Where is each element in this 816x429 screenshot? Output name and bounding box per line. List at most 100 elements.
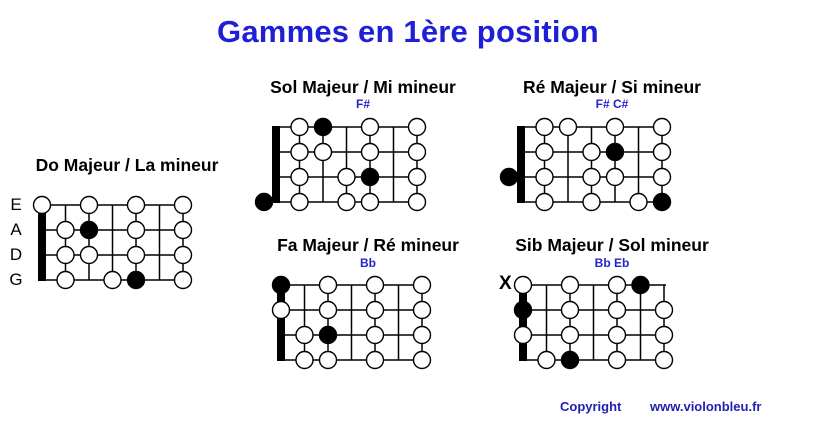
open-note-circle: [126, 220, 146, 240]
open-note-circle: [173, 195, 193, 215]
open-note-circle: [607, 300, 627, 320]
open-note-circle: [360, 117, 380, 137]
open-note-circle: [337, 192, 356, 212]
open-note-circle: [629, 192, 648, 212]
open-note-circle: [412, 350, 432, 370]
accidentals-fa: Bb: [360, 256, 376, 270]
open-note-circle: [365, 300, 385, 320]
open-note-circle: [560, 300, 580, 320]
open-note-circle: [295, 325, 314, 345]
filled-note-dot: [318, 325, 338, 345]
open-note-circle: [582, 142, 601, 162]
filled-note-dot: [360, 167, 380, 187]
diagram-title-sib: Sib Majeur / Sol mineur: [515, 235, 709, 255]
accidentals-re: F# C#: [595, 97, 629, 111]
filled-note-dot: [126, 270, 146, 290]
accidentals-sib: Bb Eb: [594, 256, 630, 270]
open-note-circle: [560, 325, 580, 345]
fingerboard-sib: [513, 275, 674, 370]
open-note-circle: [605, 117, 625, 137]
open-note-circle: [56, 220, 75, 240]
open-note-circle: [318, 350, 338, 370]
open-note-circle: [313, 142, 333, 162]
open-note-circle: [290, 167, 309, 187]
open-note-circle: [173, 245, 193, 265]
fingerboard-do: [32, 195, 193, 290]
open-note-circle: [173, 220, 193, 240]
string-label-a: A: [10, 220, 22, 239]
open-note-circle: [295, 350, 314, 370]
open-note-circle: [535, 167, 554, 187]
page-title: Gammes en 1ère position: [217, 14, 599, 49]
open-note-circle: [607, 325, 627, 345]
open-note-circle: [126, 195, 146, 215]
string-label-e: E: [10, 195, 22, 214]
filled-note-dot: [560, 350, 580, 370]
open-note-circle: [652, 167, 672, 187]
open-note-circle: [365, 275, 385, 295]
diagram-title-sol: Sol Majeur / Mi mineur: [270, 77, 456, 97]
filled-note-dot: [271, 275, 291, 295]
open-note-circle: [365, 325, 385, 345]
open-note-circle: [407, 117, 427, 137]
open-note-circle: [32, 195, 52, 215]
open-note-circle: [652, 142, 672, 162]
open-note-circle: [605, 167, 625, 187]
open-note-circle: [407, 192, 427, 212]
diagram-title-fa: Fa Majeur / Ré mineur: [277, 235, 459, 255]
open-note-circle: [290, 142, 309, 162]
filled-note-dot: [313, 117, 333, 137]
open-note-circle: [607, 275, 627, 295]
open-note-circle: [535, 142, 554, 162]
open-note-circle: [337, 167, 356, 187]
open-note-circle: [513, 275, 533, 295]
open-note-circle: [126, 245, 146, 265]
fingerboard-fa: [271, 275, 432, 370]
filled-note-dot: [652, 192, 672, 212]
open-note-circle: [535, 117, 554, 137]
open-note-circle: [513, 325, 533, 345]
open-note-circle: [290, 192, 309, 212]
open-note-circle: [537, 350, 556, 370]
filled-note-dot: [631, 275, 650, 295]
open-string-x-mark: X: [499, 273, 512, 294]
open-note-circle: [56, 270, 75, 290]
nut-bar: [272, 126, 280, 203]
open-note-circle: [407, 142, 427, 162]
open-note-circle: [103, 270, 122, 290]
open-note-circle: [360, 192, 380, 212]
filled-note-dot: [79, 220, 99, 240]
open-note-circle: [654, 350, 674, 370]
open-note-circle: [412, 300, 432, 320]
open-note-circle: [535, 192, 554, 212]
open-note-circle: [290, 117, 309, 137]
fingerboard-re: [499, 117, 672, 212]
open-note-circle: [56, 245, 75, 265]
diagram-title-re: Ré Majeur / Si mineur: [523, 77, 701, 97]
filled-note-dot: [499, 167, 519, 187]
open-note-circle: [365, 350, 385, 370]
diagram-title-do: Do Majeur / La mineur: [35, 155, 219, 175]
open-note-circle: [582, 192, 601, 212]
open-note-circle: [173, 270, 193, 290]
open-note-circle: [412, 325, 432, 345]
filled-note-dot: [513, 300, 533, 320]
accidentals-sol: F#: [355, 97, 371, 111]
copyright-label: Copyright: [560, 399, 622, 414]
nut-bar: [519, 284, 527, 361]
open-note-circle: [360, 142, 380, 162]
open-note-circle: [407, 167, 427, 187]
open-note-circle: [654, 325, 674, 345]
filled-note-dot: [605, 142, 625, 162]
open-note-circle: [582, 167, 601, 187]
open-note-circle: [607, 350, 627, 370]
open-note-circle: [558, 117, 578, 137]
website-label: www.violonbleu.fr: [650, 399, 762, 414]
open-note-circle: [271, 300, 291, 320]
nut-bar: [38, 204, 46, 281]
open-note-circle: [79, 245, 99, 265]
open-note-circle: [560, 275, 580, 295]
open-note-circle: [412, 275, 432, 295]
open-note-circle: [79, 195, 99, 215]
nut-bar: [277, 284, 285, 361]
